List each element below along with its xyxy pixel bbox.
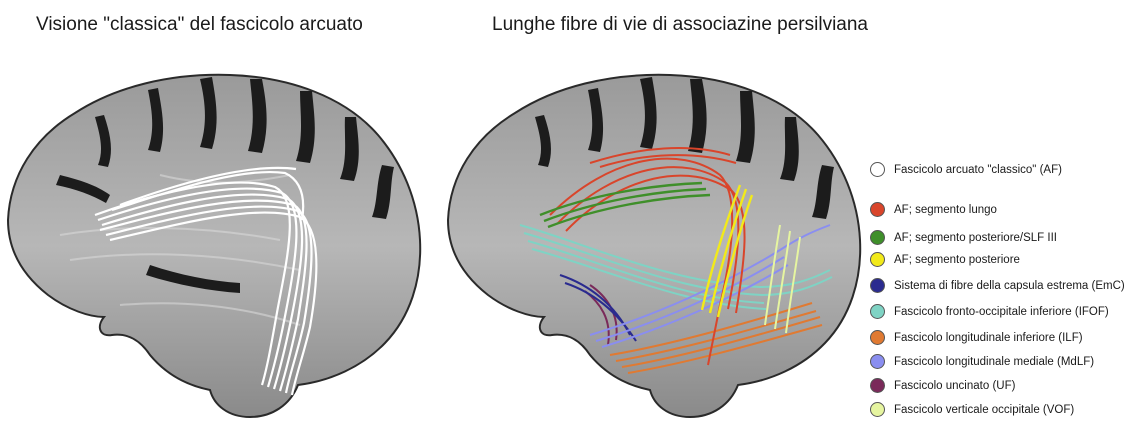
legend-swatch xyxy=(870,304,885,319)
brain-classic-af-illustration xyxy=(0,55,430,421)
legend-label: Sistema di fibre della capsula estrema (… xyxy=(894,280,1125,292)
legend-label: Fascicolo verticale occipitale (VOF) xyxy=(894,404,1074,416)
legend-item: Sistema di fibre della capsula estrema (… xyxy=(870,278,1125,293)
legend-item: Fascicolo uncinato (UF) xyxy=(870,378,1015,393)
legend-label: AF; segmento posteriore xyxy=(894,254,1020,266)
legend-item: Fascicolo arcuato "classico" (AF) xyxy=(870,162,1062,177)
legend-swatch xyxy=(870,402,885,417)
legend-item: AF; segmento posteriore/SLF III xyxy=(870,230,1057,245)
legend-item: Fascicolo longitudinale inferiore (ILF) xyxy=(870,330,1083,345)
legend-item: AF; segmento posteriore xyxy=(870,252,1020,267)
legend-label: AF; segmento posteriore/SLF III xyxy=(894,232,1057,244)
left-figure-title: Visione "classica" del fascicolo arcuato xyxy=(36,14,363,36)
legend-item: Fascicolo verticale occipitale (VOF) xyxy=(870,402,1074,417)
legend-swatch xyxy=(870,202,885,217)
legend-label: Fascicolo longitudinale mediale (MdLF) xyxy=(894,356,1094,368)
legend-swatch xyxy=(870,162,885,177)
legend-swatch xyxy=(870,230,885,245)
legend-swatch xyxy=(870,378,885,393)
legend-swatch xyxy=(870,252,885,267)
legend-label: Fascicolo fronto-occipitale inferiore (I… xyxy=(894,306,1109,318)
legend-item: Fascicolo longitudinale mediale (MdLF) xyxy=(870,354,1094,369)
legend-label: Fascicolo longitudinale inferiore (ILF) xyxy=(894,332,1083,344)
legend-swatch xyxy=(870,278,885,293)
right-figure-title: Lunghe fibre di vie di associazine persi… xyxy=(492,14,868,36)
legend-swatch xyxy=(870,354,885,369)
legend-label: Fascicolo uncinato (UF) xyxy=(894,380,1015,392)
legend-item: Fascicolo fronto-occipitale inferiore (I… xyxy=(870,304,1109,319)
legend-item: AF; segmento lungo xyxy=(870,202,997,217)
legend-label: AF; segmento lungo xyxy=(894,204,997,216)
brain-perisylvian-tracts-illustration xyxy=(440,55,870,421)
legend-swatch xyxy=(870,330,885,345)
legend-label: Fascicolo arcuato "classico" (AF) xyxy=(894,164,1062,176)
